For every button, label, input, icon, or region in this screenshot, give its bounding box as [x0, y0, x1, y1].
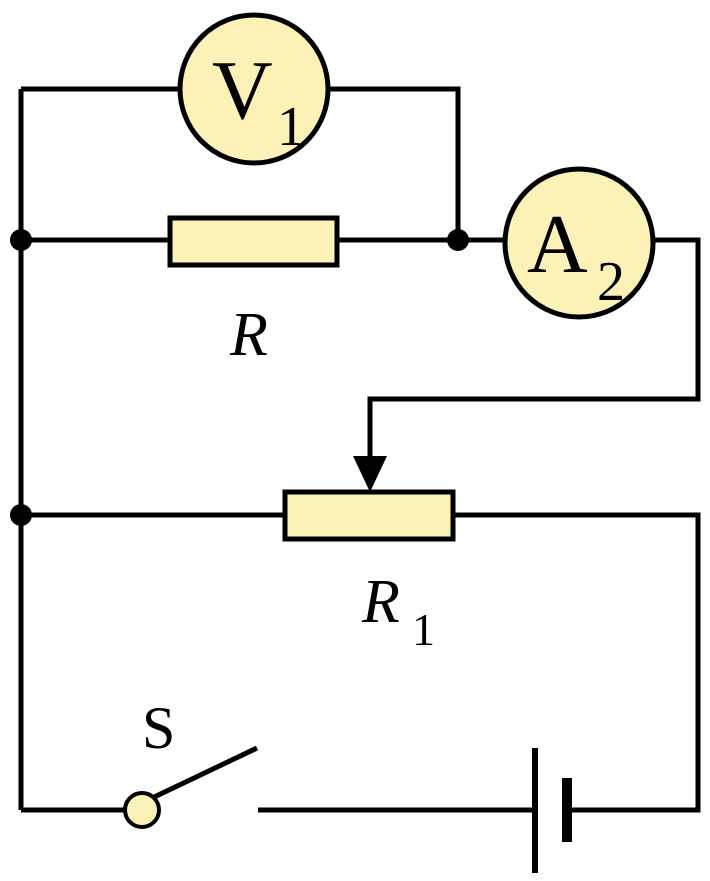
switch-label: S — [142, 695, 175, 761]
voltmeter-subscript: 1 — [277, 96, 305, 158]
resistor-body — [167, 215, 340, 268]
switch: S — [123, 695, 259, 829]
wire-voltmeter-right — [328, 86, 461, 240]
rheostat-label: R — [361, 568, 400, 636]
voltmeter: V 1 — [177, 12, 331, 166]
wire-ammeter-to-slider — [367, 237, 701, 470]
ammeter: A 2 — [502, 166, 656, 320]
wires — [18, 86, 701, 813]
ammeter-letter: A — [527, 198, 588, 291]
junction-dot-middle-left — [10, 504, 32, 526]
resistor-label: R — [229, 301, 268, 369]
junction-dot-top-left — [10, 229, 32, 251]
junction-dot-top-right — [447, 229, 469, 251]
wire-rheostat-right — [453, 512, 701, 813]
switch-blade — [148, 745, 259, 802]
rheostat-subscript: 1 — [412, 604, 435, 655]
voltmeter-letter: V — [212, 44, 273, 137]
rheostat: R 1 — [282, 489, 456, 655]
resistor: R — [167, 215, 340, 369]
voltmeter-circle — [177, 12, 331, 166]
battery — [532, 748, 572, 873]
rheostat-body — [282, 489, 456, 542]
ammeter-subscript: 2 — [597, 251, 625, 313]
switch-pivot — [123, 791, 161, 829]
slider-arrow — [353, 456, 387, 492]
ammeter-circle — [502, 166, 656, 320]
